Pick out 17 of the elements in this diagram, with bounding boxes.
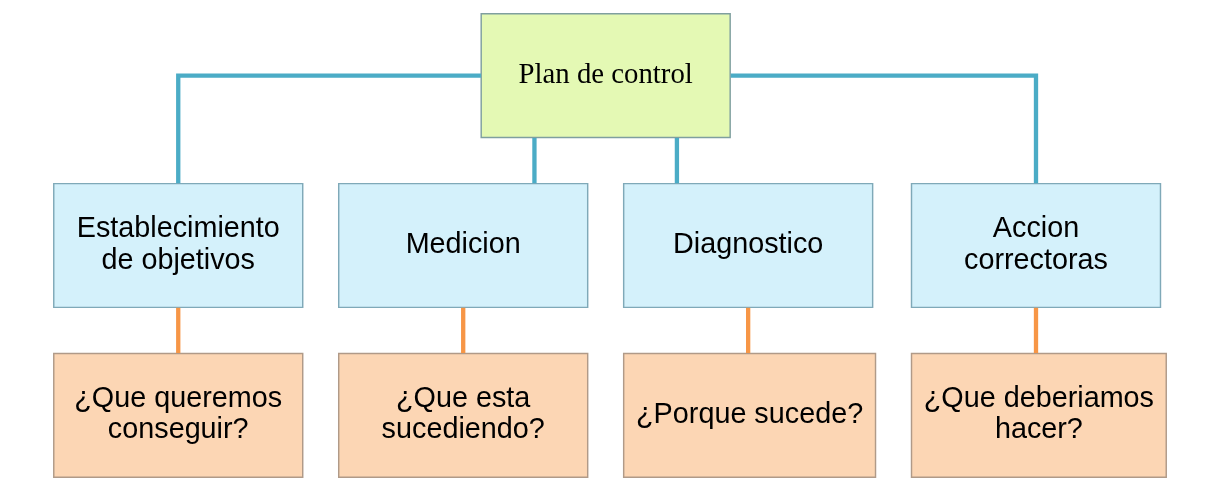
connector bbox=[746, 307, 751, 354]
connector bbox=[532, 137, 537, 184]
connector bbox=[1033, 307, 1039, 354]
node-box: Diagnostico bbox=[622, 182, 874, 309]
node-box: Medicion bbox=[338, 182, 589, 309]
connector bbox=[176, 307, 181, 354]
connector bbox=[730, 73, 1039, 184]
node-box: ¿Que esta sucediendo? bbox=[338, 352, 589, 478]
node-box: Plan de control bbox=[480, 13, 731, 139]
node-box: ¿Que queremos conseguir? bbox=[53, 352, 304, 478]
node-box: ¿Que deberiamos hacer? bbox=[910, 352, 1167, 478]
node-box: Accion correctoras bbox=[910, 182, 1162, 309]
connector bbox=[674, 137, 680, 184]
connector bbox=[461, 307, 466, 354]
connector bbox=[176, 73, 481, 184]
node-box: ¿Porque sucede? bbox=[622, 352, 877, 478]
node-box: Establecimiento de objetivos bbox=[53, 182, 304, 309]
